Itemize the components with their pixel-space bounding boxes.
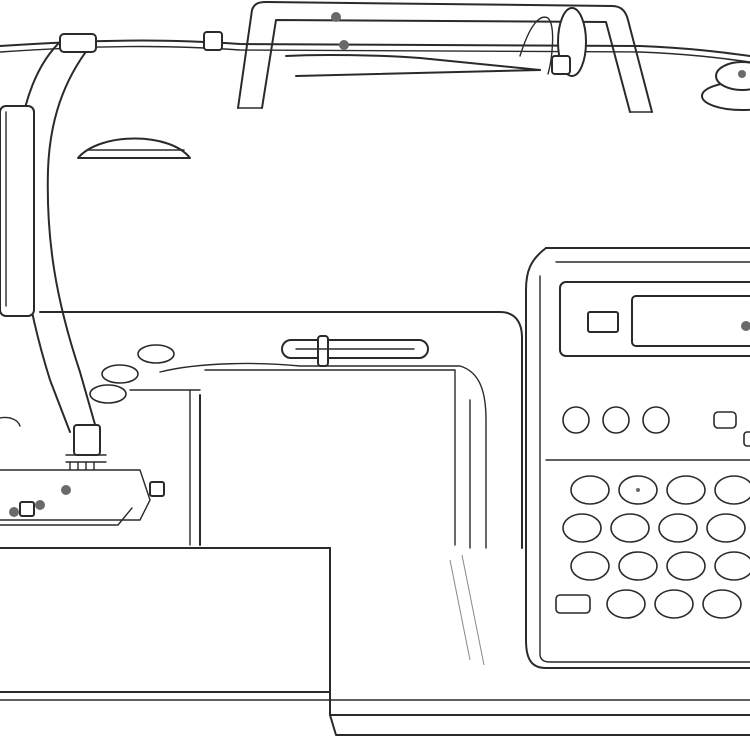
panel-button-2[interactable] (602, 406, 630, 434)
arm-button-1[interactable] (137, 344, 175, 364)
keypad-key-r2c2[interactable] (610, 513, 650, 543)
thread-guide (203, 31, 223, 51)
panel-button-1[interactable] (562, 406, 590, 434)
keypad-key-r4c3[interactable] (702, 589, 742, 619)
panel-side-button[interactable] (743, 431, 750, 447)
keypad-key-r1c4[interactable] (714, 475, 750, 505)
carry-handle (237, 1, 653, 113)
panel-top-buttons (562, 406, 750, 447)
control-panel (525, 247, 750, 669)
speed-slider-knob[interactable] (317, 335, 329, 367)
spool-pin (285, 53, 541, 71)
arm-column (0, 33, 165, 526)
top-fixtures (77, 1, 750, 367)
keypad-key-r3c1[interactable] (570, 551, 610, 581)
arm-button-3[interactable] (89, 384, 127, 404)
lcd-window (587, 311, 619, 333)
keypad (555, 475, 750, 619)
panel-button-3[interactable] (642, 406, 670, 434)
tension-dial (77, 137, 191, 159)
panel-mode-button[interactable] (713, 411, 737, 429)
side-panel (0, 105, 35, 317)
presser-foot (73, 424, 101, 456)
keypad-key-r4c1[interactable] (606, 589, 646, 619)
keypad-key-r1c3[interactable] (666, 475, 706, 505)
keypad-key-r2c4[interactable] (706, 513, 746, 543)
keypad-indicator-dot (636, 488, 640, 492)
keypad-key-r2c1[interactable] (562, 513, 602, 543)
keypad-key-r2c3[interactable] (658, 513, 698, 543)
keypad-key-r3c4[interactable] (714, 551, 750, 581)
keypad-key-r3c3[interactable] (666, 551, 706, 581)
arm-button-2[interactable] (101, 364, 139, 384)
keypad-key-r4c2[interactable] (654, 589, 694, 619)
keypad-key-r3c2[interactable] (618, 551, 658, 581)
arm-buttons (89, 344, 175, 404)
keypad-function-key[interactable] (555, 594, 591, 614)
lcd-screen (631, 295, 750, 347)
keypad-key-r1c1[interactable] (570, 475, 610, 505)
